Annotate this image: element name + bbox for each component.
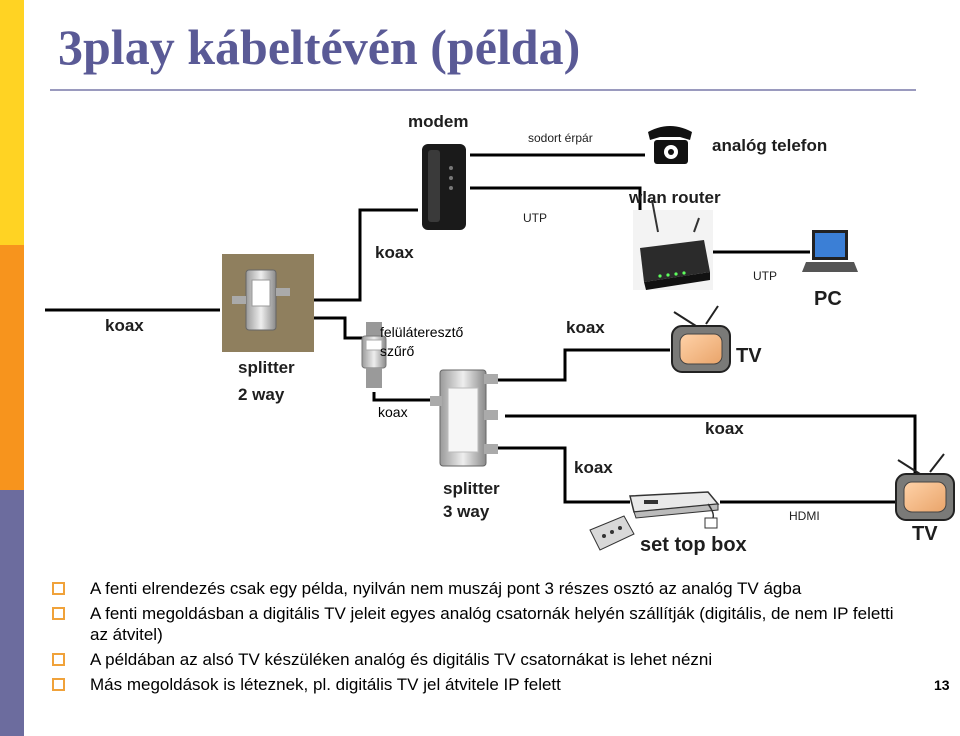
bullet-item: A példában az alsó TV készüléken analóg … [52,649,912,670]
cable-splitter3-tv2 [505,414,917,478]
pc-laptop-icon [802,230,858,272]
bullet-square-icon [52,678,65,691]
label-koax-stb: koax [574,458,613,477]
phone-icon [648,126,692,164]
label-tv-2: TV [912,523,938,545]
label-hdmi: HDMI [789,509,820,523]
label-splitter-3way: splitter 3 way [443,479,504,521]
splitter-3way-icon [430,369,498,467]
bullet-square-icon [52,653,65,666]
tv-icon-2 [895,453,955,521]
remote-control-icon [589,515,635,551]
set-top-box-icon [629,491,720,529]
modem-icon [422,144,466,230]
label-set-top-box: set top box [640,534,747,556]
sidebar-accent-purple [0,490,24,736]
label-splitter-2way: splitter 2 way [238,358,299,404]
label-tv-1: TV [736,345,762,367]
label-koax-input: koax [105,316,144,335]
label-koax-tv1: koax [566,318,605,337]
tv-icon-1 [671,305,731,373]
network-diagram: modem sodort érpár analóg telefon wlan r… [45,112,955,556]
label-pc: PC [814,288,842,310]
cable-filter-splitter3 [372,392,430,402]
cable-modem-router [470,186,642,222]
label-analog-phone: analóg telefon [712,136,827,155]
page-number: 13 [934,677,950,693]
label-koax-tv2: koax [705,419,744,438]
wlan-router-icon [633,199,713,290]
cables [45,153,917,504]
label-modem: modem [408,112,468,131]
bullet-square-icon [52,582,65,595]
label-koax-filter: koax [378,404,408,420]
bullet-item: A fenti megoldásban a digitális TV jelei… [52,603,912,645]
label-koax-modem: koax [375,243,414,262]
cable-splitter2-filter [312,316,365,340]
sidebar-accent-orange [0,245,24,490]
label-utp-router-pc: UTP [753,269,777,283]
label-utp-modem-router: UTP [523,211,547,225]
sidebar-accent-yellow [0,0,24,245]
bullet-list: A fenti elrendezés csak egy példa, nyilv… [52,578,912,699]
slide-title: 3play kábeltévén (példa) [58,19,581,75]
cable-splitter3-stb [498,446,630,504]
label-twisted-pair: sodort érpár [528,131,593,145]
bullet-item: A fenti elrendezés csak egy példa, nyilv… [52,578,912,599]
cable-splitter2-modem [312,208,418,302]
bullet-item: Más megoldások is léteznek, pl. digitáli… [52,674,912,695]
label-highpass-filter: felüláteresztő szűrő [380,324,467,359]
bullet-square-icon [52,607,65,620]
title-underline [50,89,916,91]
splitter-2way-icon [222,254,314,352]
cable-splitter3-tv1 [498,348,670,382]
highpass-filter-icon [361,322,387,388]
label-wlan-router: wlan router [628,188,721,207]
